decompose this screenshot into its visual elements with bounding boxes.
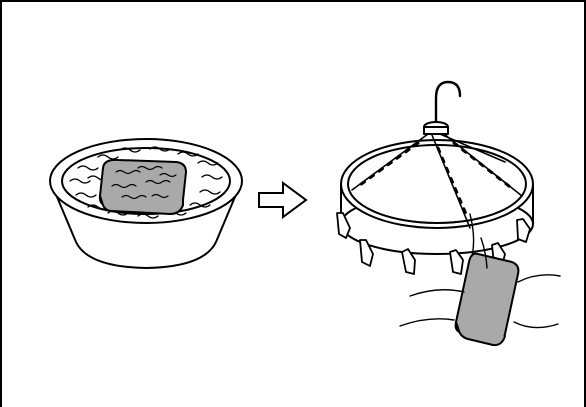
hook-collar [424,127,448,134]
hanger-hook [436,82,460,126]
right-arrow-icon [259,183,306,217]
washbasin-illustration [50,139,242,268]
drying-hanger-illustration [337,82,560,345]
hanger-frame-ring [341,140,533,228]
